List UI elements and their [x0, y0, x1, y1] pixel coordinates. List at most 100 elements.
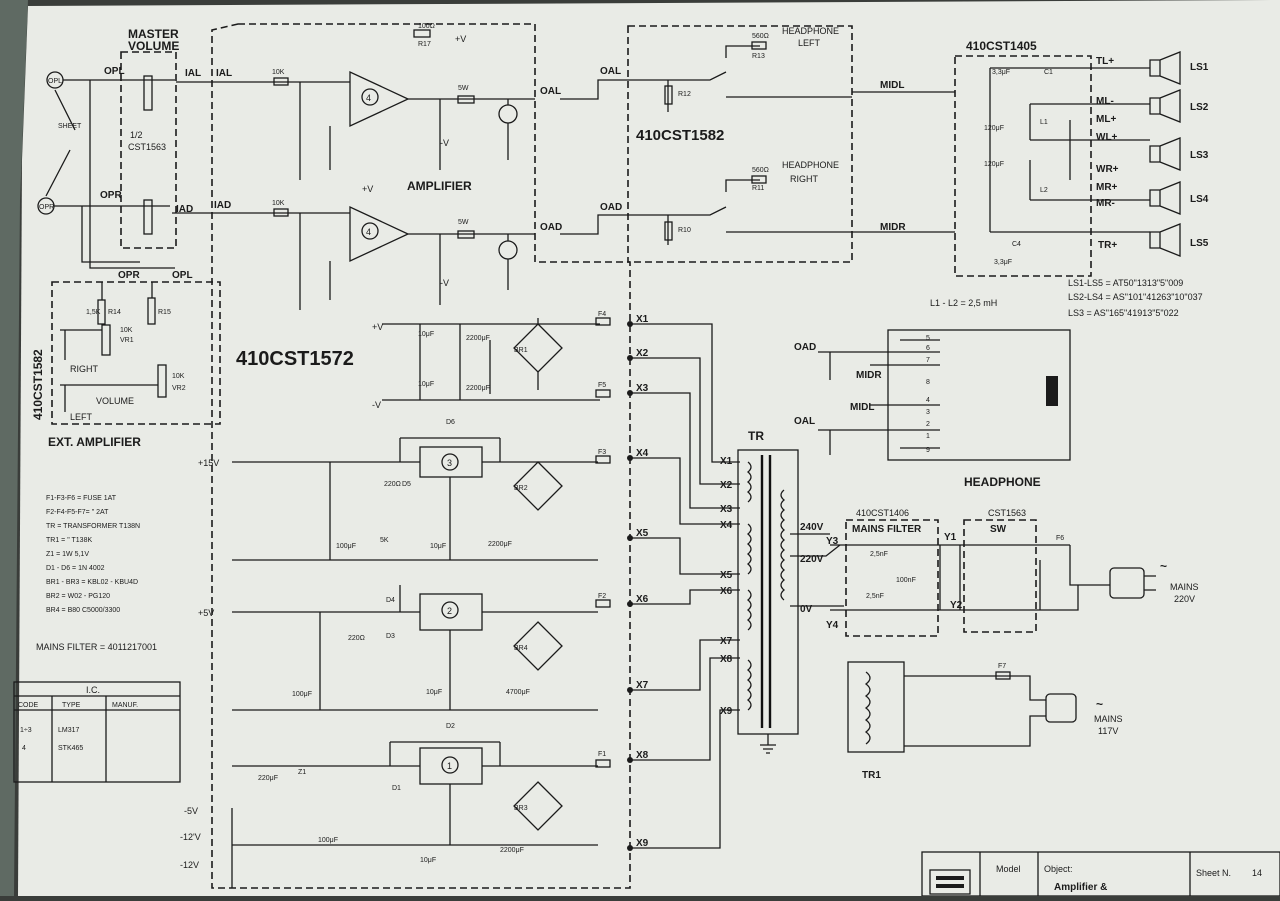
svg-text:220Ω: 220Ω [348, 635, 365, 642]
vr2-pot[interactable] [157, 364, 167, 398]
cst1563-label: CST1563 [988, 508, 1026, 518]
ic-row-0-type: LM317 [58, 727, 80, 734]
svg-text:2: 2 [447, 606, 452, 616]
volume-pot-left[interactable] [143, 75, 153, 111]
svg-text:X6: X6 [636, 594, 649, 605]
midr-label: MIDR [880, 222, 906, 233]
svg-text:D4: D4 [386, 597, 395, 604]
mains-220-label: MAINS [1170, 582, 1199, 592]
board-1406-label: 410CST1406 [856, 508, 909, 518]
svg-text:1: 1 [447, 761, 452, 771]
svg-text:D3: D3 [386, 633, 395, 640]
ic-row-0-code: 1÷3 [20, 727, 32, 734]
title-object-label: Object: [1044, 864, 1073, 874]
svg-text:100μF: 100μF [292, 691, 312, 698]
svg-text:9: 9 [926, 447, 930, 454]
ic-header-manuf: MANUF. [112, 702, 138, 709]
svg-text:X9: X9 [636, 838, 649, 849]
svg-text:L2: L2 [1040, 187, 1048, 194]
svg-text:-V: -V [372, 400, 381, 410]
svg-text:2,5nF: 2,5nF [866, 593, 884, 600]
board-1572-outline [211, 23, 631, 889]
wr-plus: WR+ [1096, 164, 1119, 175]
board-1582-label: 410CST1582 [636, 127, 724, 144]
svg-text:2200μF: 2200μF [500, 847, 524, 854]
svg-text:BR3: BR3 [514, 805, 528, 812]
speakers: LS1 LS2 LS3 LS4 LS5 LS1-LS5 = AT50"1313"… [930, 51, 1209, 318]
input-section: OPL OPR OPL OPR SHEET MASTER VOLUME 1/2 … [37, 27, 240, 269]
svg-text:D2: D2 [446, 723, 455, 730]
ext-opr-label: OPR [118, 270, 140, 281]
opl-conn-label: OPL [48, 78, 62, 85]
ext-amplifier-section: OPR OPL 410CST1582 1,5K R14 R15 10K VR1 … [31, 270, 221, 449]
jack-midr: MIDR [856, 370, 882, 381]
ml-minus: ML- [1096, 96, 1114, 107]
ic-header-type: TYPE [62, 702, 81, 709]
svg-text:10K: 10K [120, 327, 133, 334]
svg-text:120μF: 120μF [984, 125, 1004, 132]
tr-label: TR [748, 429, 764, 443]
svg-text:LEFT: LEFT [798, 38, 821, 48]
jack-oal: OAL [794, 416, 815, 427]
svg-text:X9: X9 [720, 706, 733, 717]
note-0: F1-F3-F6 = FUSE 1AT [46, 495, 117, 502]
jack-oad: OAD [794, 342, 816, 353]
svg-text:4700μF: 4700μF [506, 689, 530, 696]
board-1405-outline [954, 55, 1092, 277]
oal-amp-label: OAL [540, 86, 561, 97]
ic-table-title: I.C. [86, 685, 100, 695]
volume-pot-right[interactable] [143, 199, 153, 235]
speaker-ls3: LS3 [1149, 137, 1209, 171]
vr1-pot[interactable] [101, 324, 111, 356]
tr1-label: TR1 [862, 770, 881, 781]
midl-label: MIDL [880, 80, 904, 91]
svg-text:4: 4 [366, 93, 371, 103]
oad-amp-label: OAD [540, 222, 562, 233]
headphone-board: 410CST1582 HEADPHONE LEFT HEADPHONE RIGH… [560, 25, 955, 263]
ls1-ls5-part: LS1-LS5 = AT50"1313"5"009 [1068, 278, 1183, 288]
svg-text:F6: F6 [1056, 535, 1064, 542]
note-3: TR1 = " T138K [46, 537, 92, 544]
sheet-ref: SHEET [58, 123, 82, 130]
ic-table: I.C. CODE TYPE MANUF. 1÷3 LM317 4 STK465 [13, 681, 181, 783]
svg-text:220V: 220V [1174, 594, 1195, 604]
svg-text:X1: X1 [636, 314, 649, 325]
ic4-right [349, 205, 410, 263]
title-sheet-value: 14 [1252, 868, 1262, 878]
svg-text:R13: R13 [752, 53, 765, 60]
note-2: TR = TRANSFORMER T138N [46, 523, 140, 530]
svg-text:R12: R12 [678, 91, 691, 98]
svg-text:10μF: 10μF [420, 857, 436, 864]
headphone-jack: OAD OAL MIDR MIDL 567 843 219 HEADPHONE [794, 329, 1071, 489]
board-1405-label: 410CST1405 [966, 39, 1037, 53]
headphone-label: HEADPHONE [964, 475, 1041, 489]
svg-text:BR1: BR1 [514, 347, 528, 354]
svg-text:117V: 117V [1098, 726, 1118, 736]
crossover-board: 410CST1405 TL+ ML- ML+ WL+ WR+ MR+ MR- T… [954, 39, 1150, 277]
master-volume-label: MASTER [128, 27, 179, 41]
svg-text:LS1: LS1 [1190, 62, 1209, 73]
svg-text:2: 2 [926, 421, 930, 428]
svg-text:10K: 10K [272, 200, 285, 207]
ic-header-code: CODE [18, 702, 39, 709]
board-1582-outline [627, 25, 853, 263]
svg-text:2200μF: 2200μF [488, 541, 512, 548]
br2-bridge [513, 461, 563, 511]
opr-label: OPR [100, 190, 122, 201]
switch-box [963, 519, 1037, 633]
svg-text:X5: X5 [720, 570, 733, 581]
svg-text:3,3μF: 3,3μF [994, 259, 1012, 266]
svg-text:3,3μF: 3,3μF [992, 69, 1010, 76]
svg-text:2200μF: 2200μF [466, 385, 490, 392]
title-object-value: Amplifier & [1054, 882, 1107, 893]
svg-text:F7: F7 [998, 663, 1006, 670]
svg-text:D1: D1 [392, 785, 401, 792]
svg-text:LS2: LS2 [1190, 102, 1209, 113]
title-block: Model Object: Amplifier & Sheet N. 14 [921, 851, 1280, 897]
speaker-ls4: LS4 [1149, 181, 1209, 215]
speaker-ls2: LS2 [1149, 89, 1209, 123]
svg-text:F4: F4 [598, 311, 606, 318]
svg-text:+V: +V [362, 184, 373, 194]
svg-text:VR2: VR2 [172, 385, 186, 392]
